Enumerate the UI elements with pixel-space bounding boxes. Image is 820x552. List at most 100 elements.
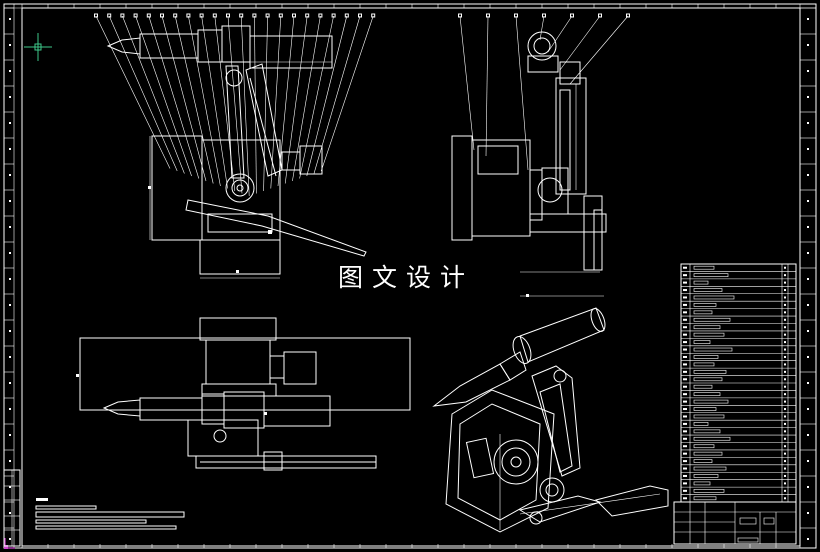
parts-row-qty	[784, 303, 786, 306]
parts-row-number	[683, 482, 687, 485]
zone-marker	[9, 252, 11, 254]
callout-leader	[135, 15, 192, 177]
parts-row-number	[683, 408, 687, 411]
parts-row-text	[693, 355, 719, 359]
parts-row-text	[693, 414, 725, 419]
parts-row-number	[683, 355, 687, 358]
parts-row-number	[683, 422, 687, 425]
parts-row-qty	[784, 422, 786, 425]
zone-marker	[807, 330, 809, 332]
parts-row-qty	[784, 355, 786, 358]
zone-marker	[807, 148, 809, 150]
zone-marker	[807, 486, 809, 488]
parts-row-number	[683, 370, 687, 373]
watermark-text: 图文设计	[338, 263, 475, 292]
parts-row-qty	[784, 289, 786, 292]
parts-row-number	[683, 281, 687, 284]
top-view	[76, 317, 411, 471]
parts-row-qty	[784, 452, 786, 455]
parts-row-text	[693, 369, 727, 374]
parts-row-text	[693, 265, 715, 270]
callout-marker	[212, 13, 217, 18]
zone-marker	[807, 434, 809, 436]
parts-row-text	[693, 332, 725, 337]
parts-row-qty	[784, 489, 786, 492]
parts-row-qty	[784, 474, 786, 477]
zone-marker	[9, 174, 11, 176]
title-block	[673, 501, 797, 545]
callout-leader	[559, 15, 601, 71]
side-view-callouts	[458, 13, 630, 171]
parts-row-qty	[784, 341, 786, 344]
parts-row-qty	[784, 408, 786, 411]
parts-row-qty	[784, 400, 786, 403]
zone-marker	[9, 330, 11, 332]
callout-marker	[331, 13, 336, 18]
parts-row-number	[683, 460, 687, 463]
parts-row-number	[683, 318, 687, 321]
zone-marker	[807, 278, 809, 280]
parts-row-number	[683, 348, 687, 351]
callout-marker	[542, 13, 546, 18]
callout-leader	[240, 15, 250, 197]
parts-row-qty	[784, 497, 786, 500]
zone-marker	[9, 18, 11, 20]
callout-leader	[188, 15, 221, 187]
callout-marker	[120, 13, 125, 18]
callout-marker	[598, 13, 602, 18]
zone-marker	[807, 512, 809, 514]
zone-marker	[807, 252, 809, 254]
callout-leader	[108, 15, 178, 172]
zone-marker	[9, 200, 11, 202]
zone-marker	[807, 122, 809, 124]
callout-marker	[265, 13, 270, 18]
parts-row-text	[693, 362, 715, 367]
parts-row-number	[683, 378, 687, 381]
parts-row-text	[693, 422, 709, 426]
callout-marker	[133, 13, 138, 18]
zone-marker	[9, 512, 11, 514]
parts-row-text	[693, 384, 713, 389]
parts-row-text	[693, 407, 717, 411]
callout-marker	[252, 13, 257, 18]
parts-row-text	[693, 288, 723, 292]
parts-row-qty	[784, 437, 786, 440]
callout-leader	[306, 15, 348, 177]
parts-row-number	[683, 289, 687, 292]
parts-row-number	[683, 452, 687, 455]
callout-marker	[94, 13, 98, 18]
parts-row-text	[693, 303, 717, 307]
callout-leader	[547, 15, 573, 53]
callout-marker	[371, 13, 376, 18]
zone-marker	[807, 538, 809, 540]
parts-row-text	[693, 317, 731, 322]
parts-row-qty	[784, 385, 786, 388]
callout-marker	[173, 13, 178, 18]
parts-row-number	[683, 333, 687, 336]
parts-row-number	[683, 326, 687, 329]
callout-leader	[263, 15, 268, 192]
callout-leader	[201, 15, 228, 189]
zone-marker	[9, 148, 11, 150]
parts-row-text	[693, 481, 711, 486]
callout-marker	[278, 13, 283, 18]
zone-marker	[9, 356, 11, 358]
parts-row-number	[683, 437, 687, 440]
parts-row-text	[693, 377, 723, 382]
zone-marker	[807, 356, 809, 358]
parts-row-text	[693, 451, 723, 456]
parts-row-text	[693, 496, 717, 501]
zone-marker	[807, 200, 809, 202]
zone-marker	[807, 70, 809, 72]
parts-row-number	[683, 489, 687, 492]
parts-row-number	[683, 497, 687, 500]
drawing-frame	[3, 3, 817, 549]
callout-marker	[344, 13, 349, 18]
parts-row-text	[693, 444, 715, 449]
parts-row-number	[683, 266, 687, 269]
callout-marker	[226, 13, 230, 18]
front-view	[94, 13, 376, 279]
callout-marker	[318, 13, 323, 18]
callout-leader	[95, 15, 171, 169]
